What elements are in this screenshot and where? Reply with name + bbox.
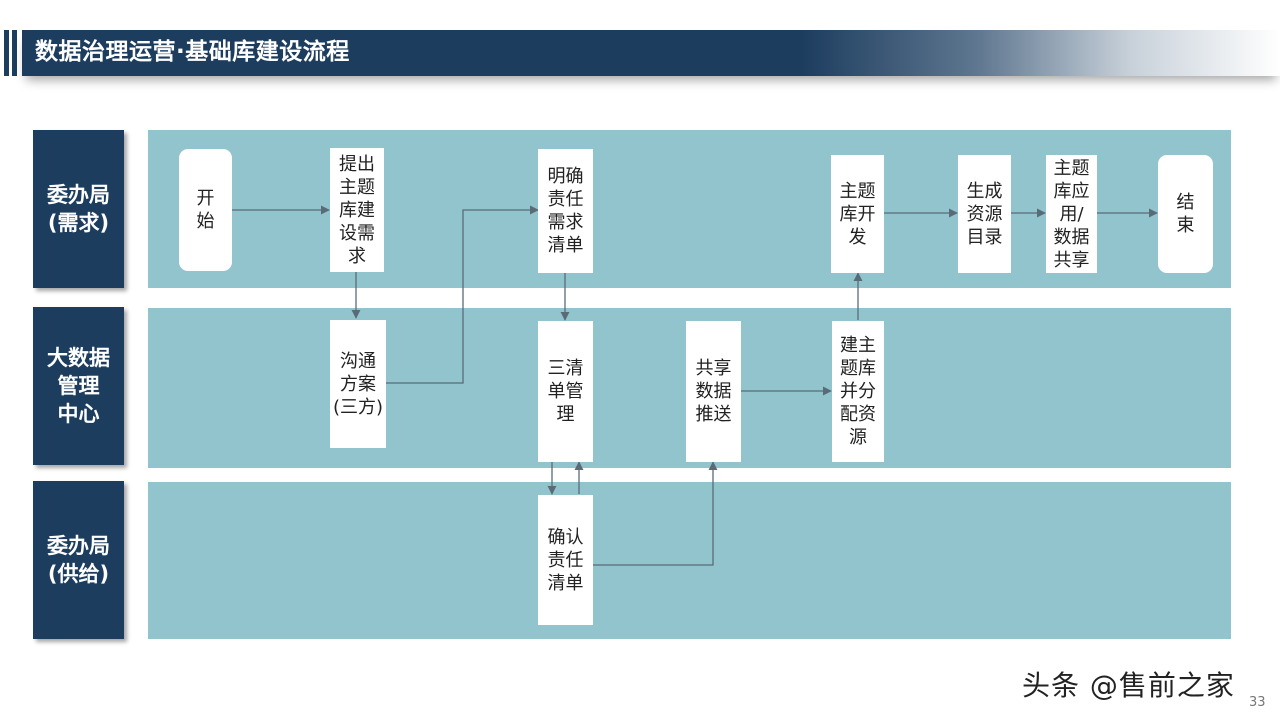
node-topic-dev: 主题 库开 发: [831, 155, 884, 273]
node-propose-topic: 提出 主题 库建 设需 求: [330, 148, 384, 272]
node-topic-dev-text: 主题 库开 发: [839, 180, 876, 248]
title-accent-bar-1: [4, 30, 9, 76]
node-clarify-list-text: 明确 责任 需求 清单: [547, 166, 584, 256]
node-clarify-list: 明确 责任 需求 清单: [538, 149, 593, 273]
arrow-confirm-to-share-push: [593, 461, 718, 566]
lane-label-demand: 委办局 (需求): [33, 130, 124, 288]
node-gen-catalog: 生成 资源 目录: [958, 155, 1011, 273]
node-build-topic-text: 建主 题库 并分 配资 源: [840, 335, 876, 448]
node-communicate: 沟通 方案 (三方): [330, 320, 386, 448]
node-communicate-text: 沟通 方案 (三方): [332, 350, 384, 418]
lane-label-bigdata-center: 大数据 管理 中心: [33, 307, 124, 465]
page-number: 33: [1249, 695, 1266, 710]
node-end-text: 结 束: [1176, 192, 1195, 236]
node-share-push: 共享 数据 推送: [686, 321, 741, 462]
node-start-text: 开 始: [196, 188, 215, 232]
node-confirm-list: 确认 责任 清单: [538, 495, 593, 625]
page-title: 数据治理运营·基础库建设流程: [35, 39, 350, 65]
node-start: 开 始: [179, 149, 232, 271]
lane-label-demand-text: 委办局 (需求): [47, 183, 110, 235]
arrow-communicate-to-clarify: [386, 205, 539, 384]
lane-label-supply-text: 委办局 (供给): [47, 534, 110, 586]
lane-label-bigdata-center-text: 大数据 管理 中心: [47, 346, 110, 426]
lane-label-supply: 委办局 (供给): [33, 481, 124, 639]
node-gen-catalog-text: 生成 资源 目录: [966, 180, 1003, 248]
lane-bg-supply: [148, 482, 1231, 639]
title-bar: [22, 30, 1280, 76]
node-confirm-list-text: 确认 责任 清单: [547, 526, 584, 594]
node-propose-topic-text: 提出 主题 库建 设需 求: [339, 153, 375, 267]
title-accent-bar-2: [12, 30, 17, 76]
node-end: 结 束: [1158, 155, 1213, 273]
node-build-topic: 建主 题库 并分 配资 源: [832, 321, 884, 462]
node-topic-apply-text: 主题 库应 用/ 数据 共享: [1053, 157, 1090, 271]
node-share-push-text: 共享 数据 推送: [695, 358, 732, 425]
node-three-list: 三清 单管 理: [538, 321, 593, 462]
watermark-text: 头条 @售前之家: [1022, 669, 1235, 702]
node-topic-apply: 主题 库应 用/ 数据 共享: [1046, 155, 1097, 273]
node-three-list-text: 三清 单管 理: [547, 358, 584, 425]
